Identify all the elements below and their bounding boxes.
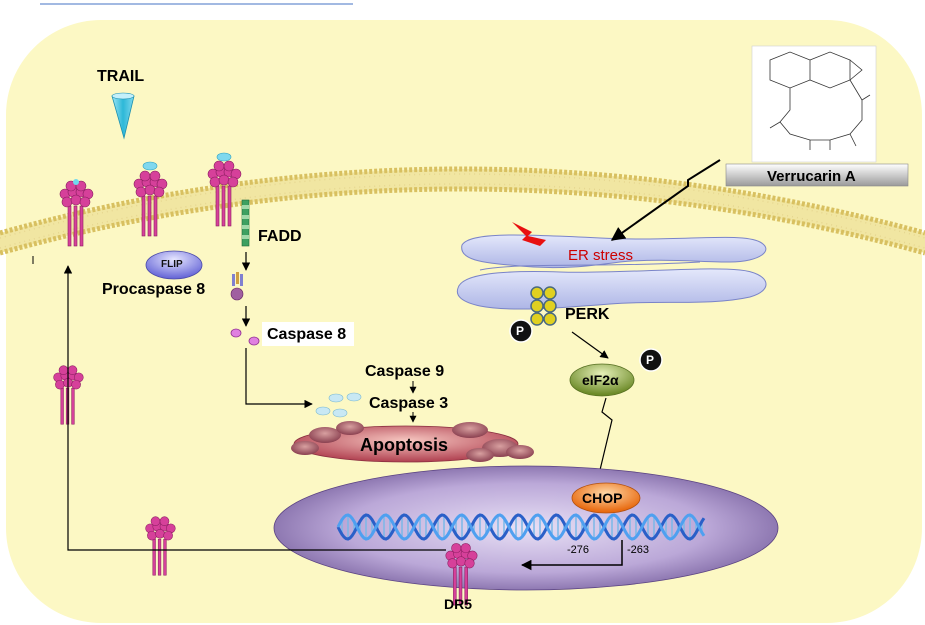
- trail-label: TRAIL: [97, 68, 145, 85]
- chop-icon: [571, 482, 641, 514]
- caspase9-label: Caspase 9: [365, 363, 445, 380]
- dna-strand: [336, 513, 706, 541]
- flip-icon: [145, 250, 203, 280]
- phospho-icon-eif2a: [639, 348, 663, 372]
- receptor-left: [59, 179, 94, 247]
- apoptosis-label: Apoptosis: [360, 435, 448, 455]
- fadd-label: FADD: [258, 228, 302, 245]
- arrow-dr5-to-membrane: [63, 265, 446, 551]
- arrow-promoter-to-dr5: [520, 540, 623, 571]
- apoptosis-icon: [291, 421, 534, 463]
- caspase8-label-box: [262, 322, 354, 346]
- er-stress-label: ER stress: [568, 247, 634, 264]
- stress-lightning-icon: [512, 222, 546, 246]
- caspase3-label: Caspase 3: [369, 395, 449, 412]
- promoter-pos-263: -263: [627, 544, 650, 556]
- arrow-caspase8-to-caspase3: [245, 348, 313, 409]
- dr5-label: DR5: [444, 596, 473, 612]
- fadd-icon: [241, 199, 250, 247]
- promoter-pos-276: -276: [567, 544, 590, 556]
- procaspase8-label: Procaspase 8: [102, 281, 206, 298]
- receptor-trail-bound-1: [133, 161, 168, 237]
- dna-strand: [336, 513, 706, 541]
- receptor-trail-bound-2: [207, 152, 242, 227]
- dna-icon: [336, 513, 706, 541]
- verrucarin-label: Verrucarin A: [767, 168, 856, 185]
- eif2a-label: eIF2α: [582, 372, 619, 388]
- verrucarin-label-bar: [725, 163, 909, 187]
- arrow-perk-to-eif2a: [571, 331, 609, 359]
- flip-label: FLIP: [161, 259, 183, 270]
- caspase8-label: Caspase 8: [267, 326, 347, 343]
- phospho-label-perk: P: [516, 324, 525, 338]
- arrow-verrucarin-to-er: [610, 159, 721, 241]
- caspase3-icon: [315, 392, 362, 418]
- eif2a-icon: [569, 363, 635, 397]
- procaspase8-icon: [230, 272, 244, 301]
- verrucarin-structure: [751, 45, 877, 163]
- caspase8-icon: [230, 328, 260, 346]
- perk-icon: [530, 286, 557, 326]
- trail-ligand-icon: [111, 92, 135, 140]
- chop-label: CHOP: [582, 490, 623, 506]
- phospho-icon-perk: [509, 319, 533, 343]
- phospho-label-eif2a: P: [646, 353, 655, 367]
- perk-label: PERK: [565, 306, 610, 323]
